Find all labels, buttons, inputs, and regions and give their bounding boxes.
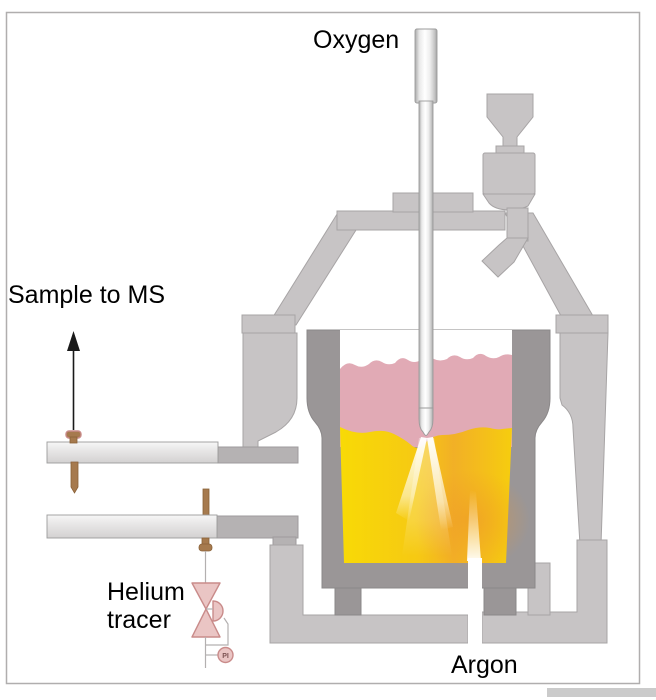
pressure-indicator-circle xyxy=(217,646,234,664)
lance-tube xyxy=(418,100,434,411)
helium-fitting-cap xyxy=(198,543,213,552)
helium-valve-upper xyxy=(191,582,221,610)
valve-feedback-line xyxy=(206,617,229,646)
sample-probe-rod xyxy=(70,461,79,494)
helium-tracer-label-line2: tracer xyxy=(107,606,171,634)
sample-port-duct xyxy=(217,446,299,464)
oxygen-lance xyxy=(396,28,453,556)
crucible-left-foot xyxy=(334,587,362,616)
oxygen-label: Oxygen xyxy=(313,26,399,54)
helium-probe-rod xyxy=(202,488,210,517)
lance-upper-barrel xyxy=(414,28,438,104)
helium-port-duct xyxy=(216,515,299,539)
sample-pipe xyxy=(46,441,219,464)
sample-to-ms-label: Sample to MS xyxy=(8,281,165,309)
argon-label: Argon xyxy=(451,651,518,679)
pressure-indicator-label: PI xyxy=(222,653,229,660)
charging-hopper xyxy=(481,93,536,278)
furnace-shell xyxy=(216,332,609,644)
hopper-elbow-chute xyxy=(481,237,529,278)
helium-line: PI xyxy=(46,488,234,668)
shell-left-wall xyxy=(242,332,298,448)
sample-fitting-stem xyxy=(69,436,78,444)
lance-nozzle xyxy=(418,407,434,436)
sample-flow-arrow-head xyxy=(67,331,80,351)
lid-right-flange xyxy=(555,314,609,334)
helium-tracer-label-line1: Helium xyxy=(107,578,185,606)
helium-pipe xyxy=(46,514,218,539)
bottom-right-strip xyxy=(547,688,656,697)
argon-injection-channel xyxy=(468,558,482,645)
argon-bubble-plume xyxy=(467,490,481,561)
crucible-right-foot xyxy=(483,587,517,616)
hopper-drop-tube xyxy=(506,207,529,242)
valve-actuator xyxy=(212,600,224,622)
oxygen-jet-glow xyxy=(402,438,452,556)
sample-line xyxy=(46,331,219,494)
hopper-valve-body xyxy=(482,152,536,195)
lid-left-flange xyxy=(241,314,296,334)
